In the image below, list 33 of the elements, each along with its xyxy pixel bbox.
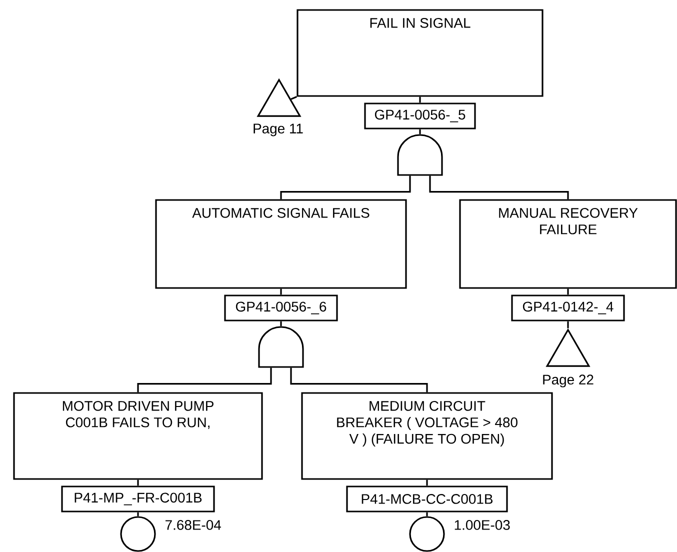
connector-line xyxy=(426,480,428,486)
connector-line xyxy=(290,96,297,100)
basic-event-circle xyxy=(120,516,156,552)
page-reference: Page 11 xyxy=(254,124,303,136)
probability-value: 1.00E-03 xyxy=(454,520,510,530)
event-box: MEDIUM CIRCUIT BREAKER ( VOLTAGE > 480 V ) (FAILURE TO OPEN) xyxy=(301,392,553,480)
connector-line xyxy=(137,512,139,516)
event-box: MOTOR DRIVEN PUMP C001B FAILS TO RUN, xyxy=(13,392,263,480)
event-box: FAIL IN SIGNAL xyxy=(296,9,544,97)
connector-line xyxy=(137,368,272,392)
connector-line xyxy=(280,176,411,200)
id-box: GP41-0142-_4 xyxy=(511,294,625,322)
event-box: MANUAL RECOVERY FAILURE xyxy=(459,199,677,289)
id-box: P41-MCB-CC-C001B xyxy=(346,486,508,512)
connector-line xyxy=(290,368,428,392)
basic-event-circle xyxy=(409,516,445,552)
connector-line xyxy=(137,480,139,486)
and-gate xyxy=(397,134,443,176)
connector-line xyxy=(429,176,569,200)
page-reference: Page 22 xyxy=(543,374,594,388)
connector-line xyxy=(280,288,282,295)
connector-line xyxy=(426,512,428,516)
connector-line xyxy=(280,321,282,326)
and-gate xyxy=(258,326,304,368)
probability-value: 7.68E-04 xyxy=(166,520,221,530)
connector-line xyxy=(419,96,421,103)
id-box: P41-MP_-FR-C001B xyxy=(61,486,215,512)
connector-line xyxy=(419,129,421,134)
id-box: GP41-0056-_6 xyxy=(224,294,338,322)
connector-line xyxy=(567,321,569,328)
connector-line xyxy=(567,288,569,295)
id-box: GP41-0056-_5 xyxy=(364,102,476,130)
event-box: AUTOMATIC SIGNAL FAILS xyxy=(155,199,407,289)
